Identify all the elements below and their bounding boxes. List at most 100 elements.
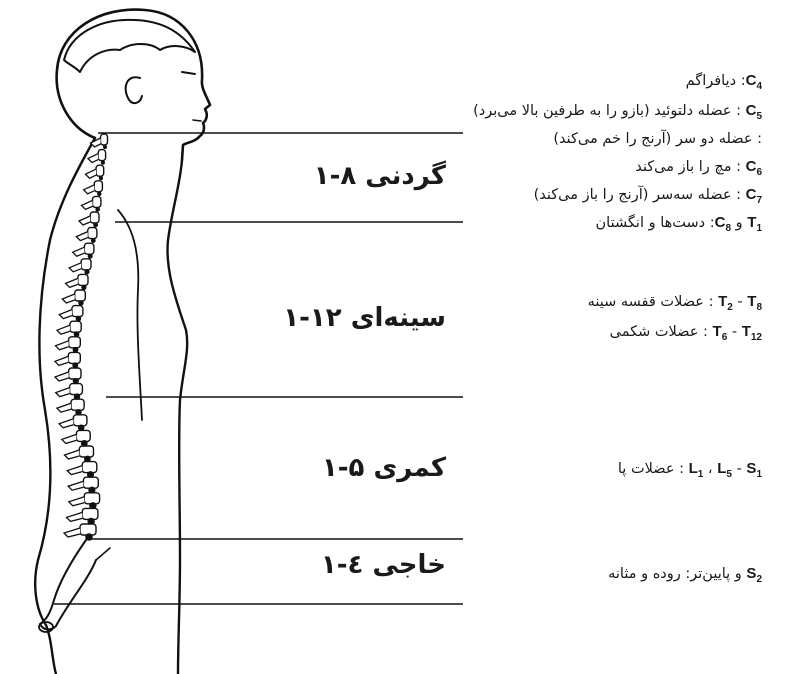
vertebra-body (82, 462, 97, 473)
vertebra-process (68, 481, 83, 490)
vertebra-body (79, 446, 93, 457)
vertebra-body (83, 477, 98, 488)
vertebra-body (90, 212, 99, 223)
vertebra-process (59, 419, 73, 428)
vertebra-body (78, 274, 88, 285)
segment-code: C7 (746, 186, 762, 203)
vertebra-body (75, 290, 86, 301)
vertebra-process (62, 434, 77, 443)
sacrum-outline (40, 540, 96, 630)
segment-code-b: T8 (747, 293, 762, 310)
vertebra-process (67, 512, 83, 521)
nerve-root-dot (95, 207, 100, 212)
segment-code-c: S1 (746, 460, 762, 477)
hair-outline (64, 20, 195, 72)
vertebra-body (84, 243, 94, 254)
vertebra-body (94, 181, 102, 192)
vertebra-process (79, 216, 90, 225)
vertebra-process (57, 403, 71, 412)
vertebra-process (57, 325, 70, 334)
region-label-cervical: گردنی ۸-۱ (314, 163, 446, 189)
vertebra-process (73, 247, 85, 256)
vertebra-body (69, 368, 81, 379)
function-biceps: : عضله دو سر (آرنج را خم می‌کند) (553, 131, 762, 148)
region-label-thoracic: سینه‌ای ۱۲-۱ (283, 305, 446, 331)
nerve-root-dot (101, 161, 105, 165)
nerve-root-dot (84, 269, 89, 274)
vertebra-body (72, 306, 83, 317)
nerve-root-dot (88, 254, 93, 259)
vertebra-process (67, 466, 82, 475)
function-s2: S2 و پایین‌تر: روده و مثانه (608, 565, 762, 586)
function-c4: C4: دیافراگم (686, 72, 762, 93)
nerve-root-dot (103, 145, 107, 149)
vertebra-body (88, 228, 97, 239)
vertebra-process (55, 372, 69, 381)
eye-mark (182, 72, 195, 74)
nerve-root-dot (99, 176, 103, 180)
function-c7: C7 : عضله سه‌سر (آرنج را باز می‌کند) (534, 186, 762, 207)
nerve-root-dot (93, 223, 98, 228)
region-label-lumbar: کمری ۵-۱ (322, 455, 446, 481)
arm-outline (118, 210, 142, 420)
vertebra-process (84, 185, 95, 194)
segment-code: S2 (746, 565, 762, 582)
function-t2-t8: T2 - T8 : عضلات قفسه سینه (588, 293, 762, 314)
function-c6: C6 : مچ را باز می‌کند (635, 158, 762, 179)
nerve-root-dot (91, 238, 96, 243)
segment-code-b: L5 (717, 460, 732, 477)
region-label-sacral: خاجی ٤-۱ (321, 552, 446, 578)
vertebra-body (69, 337, 81, 348)
front-outline (167, 160, 187, 674)
function-c8-t1: T1 و C8: دست‌ها و انگشتان (596, 214, 762, 235)
vertebra-body (98, 150, 105, 161)
nerve-root-dot (78, 300, 83, 305)
segment-code-b: T12 (742, 323, 762, 340)
vertebra-process (65, 450, 80, 459)
function-c5: C5 : عضله دلتوئید (بازو را به طرفین بالا… (473, 102, 762, 123)
nerve-root-dot (81, 285, 86, 290)
vertebra-body (76, 430, 90, 441)
segment-code: C5 (746, 102, 762, 119)
vertebra-process (59, 310, 72, 319)
vertebra-process (66, 278, 78, 287)
vertebra-process (88, 154, 98, 163)
vertebra-body (82, 508, 98, 519)
vertebra-body (101, 134, 108, 145)
sacrum-base (96, 548, 110, 560)
vertebra-body (96, 165, 104, 176)
segment-code-a: L1 (689, 460, 704, 477)
vertebra-body (71, 399, 84, 410)
segment-code-a: T2 (718, 293, 733, 310)
vertebra-process (86, 169, 97, 178)
function-t6-t12: T6 - T12 : عضلات شکمی (610, 323, 762, 344)
vertebra-process (69, 263, 81, 272)
vertebra-body (84, 493, 99, 504)
segment-code-a: T6 (713, 323, 728, 340)
vertebra-body (68, 352, 80, 363)
ear-outline (126, 77, 142, 103)
vertebra-process (64, 528, 80, 537)
vertebra-process (62, 294, 74, 303)
vertebra-body (70, 321, 81, 332)
vertebra-body (81, 259, 91, 270)
segment-code: C4 (746, 72, 762, 89)
segment-code-b: C8 (715, 214, 731, 231)
head-outline (57, 10, 210, 160)
vertebra-body (70, 384, 83, 395)
vertebral-column (55, 134, 108, 541)
segment-code: C6 (746, 158, 762, 175)
vertebra-process (55, 356, 68, 365)
vertebra-body (93, 196, 101, 207)
vertebra-process (69, 497, 85, 506)
vertebra-body (73, 415, 87, 426)
mouth-mark (193, 120, 201, 121)
nerve-root-dot (97, 192, 101, 196)
vertebra-process (76, 232, 87, 241)
vertebra-process (82, 200, 93, 209)
segment-code-a: T1 (747, 214, 762, 231)
function-lumbar: L1 ، L5 - S1 : عضلات پا (618, 460, 762, 481)
vertebra-process (56, 341, 69, 350)
vertebra-process (56, 388, 70, 397)
